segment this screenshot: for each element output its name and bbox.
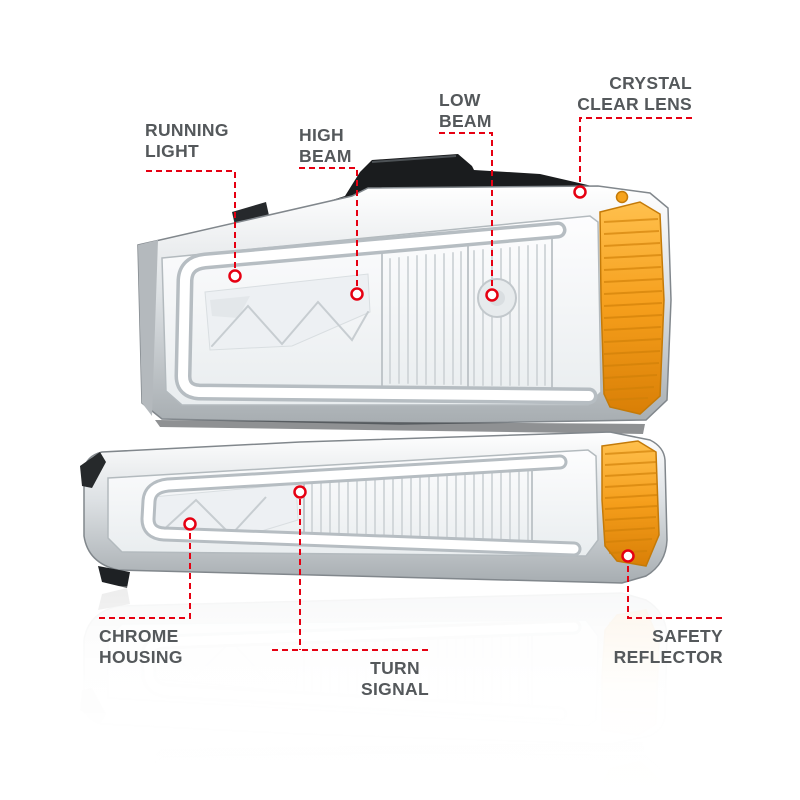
marker-safety-reflector: [621, 549, 635, 563]
callout-safety-reflector-line2: REFLECTOR: [613, 647, 723, 667]
callout-running-light-line1: RUNNING: [145, 120, 229, 140]
leader-line-turn-signal: [272, 499, 432, 651]
marker-running-light: [228, 269, 242, 283]
callout-high-beam-line2: BEAM: [299, 146, 352, 166]
marker-high-beam: [350, 287, 364, 301]
lower-mount-tab: [98, 566, 130, 588]
led-light-bar-lower: [140, 454, 582, 557]
amber-reflector-lower: [601, 440, 660, 567]
marker-turn-signal: [293, 485, 307, 499]
amber-reflector-upper: [599, 190, 665, 415]
callout-safety-reflector-line1: SAFETY: [652, 626, 723, 646]
callout-chrome-housing-line1: CHROME: [99, 626, 179, 646]
leader-line-low-beam: [439, 132, 493, 288]
callout-safety-reflector: SAFETY REFLECTOR: [590, 626, 723, 668]
callout-low-beam: LOW BEAM: [439, 90, 492, 132]
callout-chrome-housing-line2: HOUSING: [99, 647, 183, 667]
callout-leader-lines: [99, 117, 722, 651]
reflection-fade: [0, 586, 800, 800]
marker-crystal-clear-lens: [573, 185, 587, 199]
leader-line-chrome-housing: [99, 531, 191, 619]
upper-housing-end-cap: [138, 240, 158, 416]
marker-chrome-housing: [183, 517, 197, 531]
headlight-assembly: [80, 154, 672, 588]
upper-reflector-optics: [204, 232, 553, 396]
callout-crystal-clear-lens-line1: CRYSTAL: [609, 73, 692, 93]
callout-turn-signal: TURN SIGNAL: [330, 658, 460, 700]
high-beam-ribs: [389, 251, 462, 385]
callout-running-light: RUNNING LIGHT: [145, 120, 229, 162]
callout-high-beam-line1: HIGH: [299, 125, 344, 145]
callout-high-beam: HIGH BEAM: [299, 125, 352, 167]
callout-low-beam-line1: LOW: [439, 90, 481, 110]
callout-low-beam-line2: BEAM: [439, 111, 492, 131]
lower-end-cap: [80, 452, 106, 488]
callout-chrome-housing: CHROME HOUSING: [99, 626, 183, 668]
callout-turn-signal-line2: SIGNAL: [361, 679, 429, 699]
turn-signal-ribs: [311, 468, 529, 542]
led-light-bar-upper: [174, 221, 598, 405]
callout-crystal-clear-lens: CRYSTAL CLEAR LENS: [540, 73, 692, 115]
callout-crystal-clear-lens-line2: CLEAR LENS: [577, 94, 692, 114]
marker-low-beam: [485, 288, 499, 302]
leader-line-running-light: [146, 170, 236, 269]
callout-turn-signal-line1: TURN: [370, 658, 420, 678]
leader-line-safety-reflector: [627, 563, 722, 619]
amber-marker-light: [615, 190, 629, 204]
unit-gap-shadow: [155, 420, 645, 434]
leader-line-crystal-clear-lens: [579, 117, 692, 185]
callout-running-light-line2: LIGHT: [145, 141, 199, 161]
